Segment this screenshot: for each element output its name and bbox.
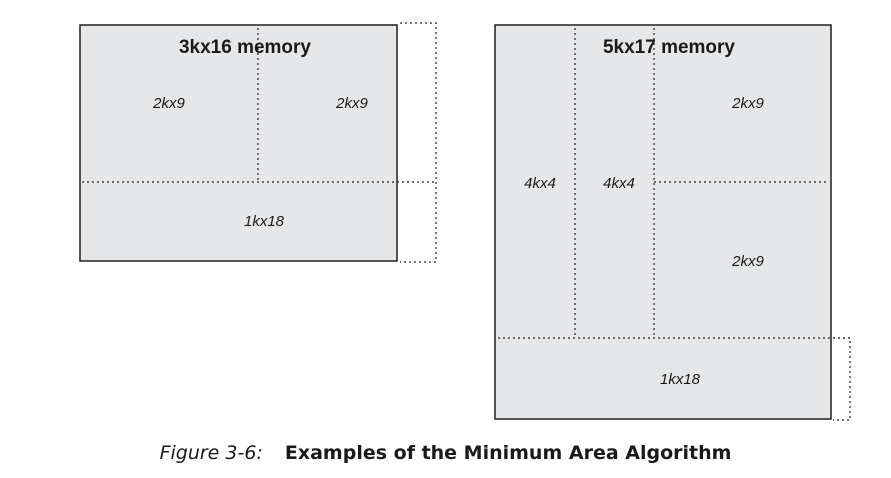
figure-caption: Figure 3-6: Examples of the Minimum Area … bbox=[0, 442, 891, 464]
extension-outline bbox=[833, 337, 851, 421]
block-label: 1kx18 bbox=[660, 371, 701, 388]
block-label: 2kx9 bbox=[335, 95, 368, 112]
figure-number: Figure 3-6: bbox=[159, 442, 263, 464]
block-label: 1kx18 bbox=[244, 213, 285, 230]
memory-diagram-5kx17: 5kx17 memory 4kx4 4kx4 2kx9 2kx9 1kx18 bbox=[494, 24, 851, 421]
figure-title: Examples of the Minimum Area Algorithm bbox=[284, 442, 732, 464]
block-label: 4kx4 bbox=[524, 175, 556, 192]
memory-box bbox=[79, 24, 398, 262]
memory-box bbox=[494, 24, 832, 420]
extension-outline bbox=[400, 22, 437, 263]
block-label: 2kx9 bbox=[731, 253, 764, 270]
memory-diagram-3kx16: 3kx16 memory 2kx9 2kx9 1kx18 bbox=[79, 22, 437, 263]
memory-title: 5kx17 memory bbox=[603, 37, 735, 58]
memory-title: 3kx16 memory bbox=[179, 37, 311, 58]
block-label: 2kx9 bbox=[731, 95, 764, 112]
block-label: 4kx4 bbox=[603, 175, 635, 192]
memory-diagrams: 3kx16 memory 2kx9 2kx9 1kx18 5kx17 memor… bbox=[79, 22, 851, 421]
block-label: 2kx9 bbox=[152, 95, 185, 112]
